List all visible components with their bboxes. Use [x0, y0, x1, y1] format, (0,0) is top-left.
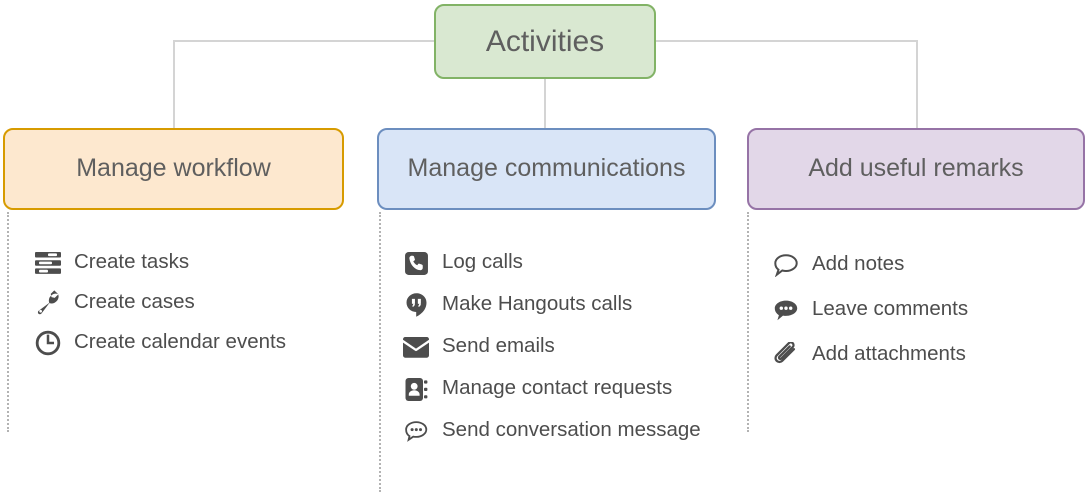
envelope-icon — [400, 333, 432, 361]
list-item[interactable]: Manage contact requests — [400, 374, 730, 403]
phone-icon — [400, 249, 432, 277]
hangouts-icon — [400, 291, 432, 319]
list-item[interactable]: Send conversation message — [400, 416, 730, 445]
node-manage-communications[interactable]: Manage communications — [377, 128, 716, 210]
list-item-label: Create tasks — [74, 250, 190, 273]
node-manage-communications-label: Manage communications — [407, 154, 686, 183]
comment-filled-icon — [770, 296, 802, 324]
node-activities-label: Activities — [485, 25, 605, 58]
node-add-useful-remarks-label: Add useful remarks — [808, 154, 1024, 183]
list-add-useful-remarks: Add notes Leave comments Add attachments — [770, 250, 1080, 385]
list-item[interactable]: Send emails — [400, 332, 730, 361]
node-add-useful-remarks[interactable]: Add useful remarks — [747, 128, 1085, 210]
list-item-label: Send conversation message — [442, 418, 701, 441]
list-item-label: Create calendar events — [74, 330, 286, 353]
list-item[interactable]: Create calendar events — [32, 328, 352, 357]
connector-root-to-remarks — [656, 40, 918, 128]
column-separator-right — [747, 212, 749, 432]
list-item-label: Add attachments — [812, 342, 966, 365]
list-item-label: Send emails — [442, 334, 555, 357]
node-activities[interactable]: Activities — [434, 4, 656, 79]
list-manage-workflow: Create tasks Create cases Create calenda… — [32, 248, 352, 368]
list-item-label: Add notes — [812, 252, 905, 275]
list-item[interactable]: Add notes — [770, 250, 1080, 279]
list-item-label: Log calls — [442, 250, 523, 273]
list-item-label: Create cases — [74, 290, 195, 313]
connector-root-to-workflow — [173, 40, 434, 128]
wrench-icon — [32, 289, 64, 317]
list-item[interactable]: Log calls — [400, 248, 730, 277]
column-separator-left — [7, 212, 9, 432]
paperclip-icon — [770, 341, 802, 369]
list-item[interactable]: Create cases — [32, 288, 352, 317]
list-item[interactable]: Make Hangouts calls — [400, 290, 730, 319]
list-item-label: Leave comments — [812, 297, 969, 320]
speech-bubble-outline-icon — [770, 251, 802, 279]
list-item-label: Manage contact requests — [442, 376, 673, 399]
column-separator-middle — [379, 212, 381, 492]
chat-bubble-dots-icon — [400, 417, 432, 445]
node-manage-workflow[interactable]: Manage workflow — [3, 128, 344, 210]
list-item[interactable]: Create tasks — [32, 248, 352, 277]
node-manage-workflow-label: Manage workflow — [76, 154, 271, 183]
clock-icon — [32, 329, 64, 357]
tasks-icon — [32, 249, 64, 277]
list-item[interactable]: Leave comments — [770, 295, 1080, 324]
list-item-label: Make Hangouts calls — [442, 292, 633, 315]
list-item[interactable]: Add attachments — [770, 340, 1080, 369]
list-manage-communications: Log calls Make Hangouts calls — [400, 248, 730, 458]
contact-book-icon — [400, 375, 432, 403]
